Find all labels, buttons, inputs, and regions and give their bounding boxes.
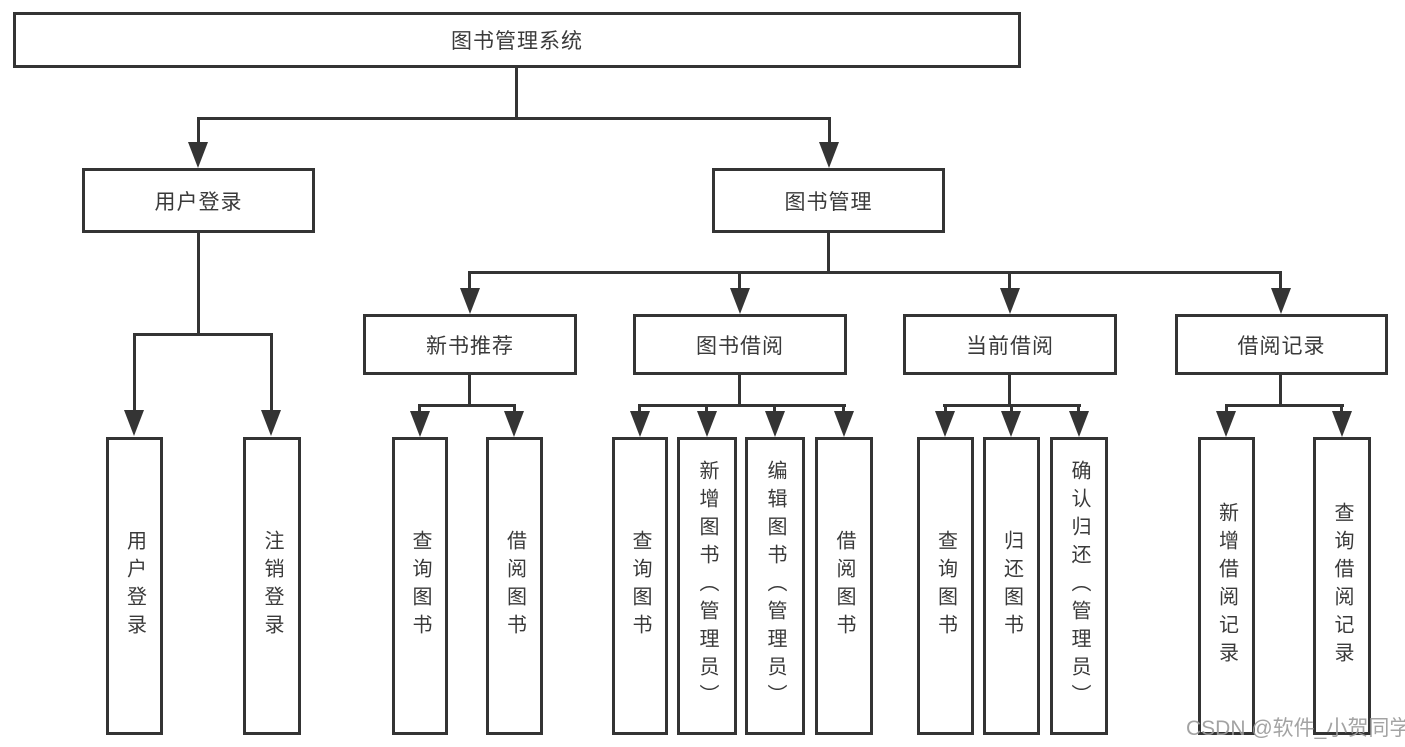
node-book-management: 图书管理 <box>712 168 945 233</box>
edge-root-stem <box>515 68 518 119</box>
edge-user-login-stem <box>197 233 200 335</box>
edge-drop <box>638 406 641 414</box>
leaf-user-login: 用户登录 <box>106 437 163 735</box>
node-new-book-recommend: 新书推荐 <box>363 314 577 375</box>
node-user-login: 用户登录 <box>82 168 315 233</box>
node-borrow-records: 借阅记录 <box>1175 314 1388 375</box>
edge-drop <box>705 406 708 414</box>
node-label: 新书推荐 <box>426 334 514 358</box>
edge-branch <box>638 404 846 407</box>
leaf-label: 查询借阅记录 <box>1331 502 1353 670</box>
leaf-label: 用户登录 <box>123 530 146 642</box>
leaf-borrow-books-recommend: 借阅图书 <box>486 437 543 735</box>
edge-drop <box>270 335 273 411</box>
node-current-borrow: 当前借阅 <box>903 314 1117 375</box>
arrow-down-icon <box>630 411 650 437</box>
arrow-down-icon <box>188 142 208 168</box>
edge-drop <box>738 273 741 289</box>
edge-branch <box>418 404 516 407</box>
edge-drop <box>773 406 776 414</box>
leaf-logout: 注销登录 <box>243 437 301 735</box>
leaf-label: 借阅图书 <box>503 530 526 642</box>
leaf-label: 归还图书 <box>1000 530 1023 642</box>
node-label: 用户登录 <box>154 190 243 214</box>
node-library-system: 图书管理系统 <box>13 12 1021 68</box>
leaf-label: 新增借阅记录 <box>1215 502 1238 670</box>
edge-stem <box>738 375 741 406</box>
arrow-down-icon <box>410 411 430 437</box>
edge-drop <box>1010 406 1013 414</box>
edge-stem <box>1279 375 1282 406</box>
leaf-label: 新增图书（管理员） <box>696 460 718 712</box>
leaf-return-books: 归还图书 <box>983 437 1040 735</box>
edge-stem <box>468 375 471 406</box>
edge-drop <box>133 335 136 411</box>
edge-drop <box>828 119 831 144</box>
arrow-down-icon <box>834 411 854 437</box>
edge-drop <box>1225 406 1228 414</box>
edge-drop <box>1008 273 1011 289</box>
csdn-watermark: CSDN @软件_小贺同学 <box>1186 717 1405 740</box>
arrow-down-icon <box>460 288 480 314</box>
leaf-query-borrow-record: 查询借阅记录 <box>1313 437 1371 735</box>
edge-root-branch <box>197 117 831 120</box>
edge-drop <box>842 406 845 414</box>
arrow-down-icon <box>765 411 785 437</box>
node-label: 借阅记录 <box>1237 334 1326 358</box>
node-label: 图书管理系统 <box>451 30 583 53</box>
arrow-down-icon <box>730 288 750 314</box>
edge-branch <box>1225 404 1344 407</box>
arrow-down-icon <box>697 411 717 437</box>
edge-drop <box>468 273 471 289</box>
arrow-down-icon <box>1069 411 1089 437</box>
leaf-label: 确认归还（管理员） <box>1068 460 1090 712</box>
arrow-down-icon <box>504 411 524 437</box>
edge-drop <box>1279 273 1282 289</box>
arrow-down-icon <box>1332 411 1352 437</box>
edge-drop <box>418 406 421 414</box>
arrow-down-icon <box>1216 411 1236 437</box>
leaf-add-borrow-record: 新增借阅记录 <box>1198 437 1255 735</box>
edge-drop <box>1340 406 1343 414</box>
edge-user-login-branch <box>133 333 273 336</box>
arrow-down-icon <box>124 410 144 436</box>
leaf-edit-books-admin: 编辑图书（管理员） <box>745 437 805 735</box>
arrow-down-icon <box>261 410 281 436</box>
edge-drop <box>197 119 200 144</box>
leaf-query-books-borrow: 查询图书 <box>612 437 668 735</box>
node-label: 图书借阅 <box>696 334 784 358</box>
node-label: 图书管理 <box>784 190 873 214</box>
edge-book-mgmt-branch <box>468 271 1282 274</box>
arrow-down-icon <box>1001 411 1021 437</box>
edge-branch <box>943 404 1081 407</box>
arrow-down-icon <box>1271 288 1291 314</box>
edge-drop <box>513 406 516 414</box>
leaf-query-books-recommend: 查询图书 <box>392 437 448 735</box>
leaf-borrow-books: 借阅图书 <box>815 437 873 735</box>
leaf-label: 查询图书 <box>409 530 431 642</box>
edge-stem <box>1008 375 1011 406</box>
node-label: 当前借阅 <box>966 334 1054 358</box>
leaf-label: 借阅图书 <box>833 530 855 642</box>
leaf-query-books-current: 查询图书 <box>917 437 974 735</box>
edge-book-mgmt-stem <box>827 233 830 274</box>
edge-drop <box>1077 406 1080 414</box>
arrow-down-icon <box>1000 288 1020 314</box>
arrow-down-icon <box>819 142 839 168</box>
leaf-label: 注销登录 <box>261 530 283 642</box>
leaf-add-books-admin: 新增图书（管理员） <box>677 437 737 735</box>
edge-drop <box>944 406 947 414</box>
leaf-label: 查询图书 <box>629 530 651 642</box>
leaf-label: 查询图书 <box>934 530 957 642</box>
leaf-confirm-return-admin: 确认归还（管理员） <box>1050 437 1108 735</box>
arrow-down-icon <box>935 411 955 437</box>
leaf-label: 编辑图书（管理员） <box>764 460 786 712</box>
node-book-borrow: 图书借阅 <box>633 314 847 375</box>
